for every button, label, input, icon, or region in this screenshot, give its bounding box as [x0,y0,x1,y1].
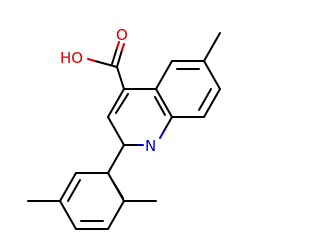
bond-ar2-ar3 [107,200,125,230]
pyridine-ring: N [107,88,173,155]
bond-c4a-c8a [155,88,173,118]
bond-carboxyl-o-double-b [111,47,118,65]
bond-carboxyl-o-double-a-o-half [121,43,125,51]
bond-c8a-n-n-half [159,130,165,139]
bond-c4-carboxyl [116,66,125,90]
bond-carboxyl-o-double-a [116,49,123,68]
molecule-drawing: HO O N [27,26,221,230]
bond-c7-c8-inner [198,88,212,111]
carbonyl-oxygen-label: O [116,26,128,44]
bond-c6-c7 [203,60,221,90]
bond-ar1-ar2-inner [111,179,124,199]
bond-ar4-ar5 [59,200,77,230]
dimethylphenyl-ring [27,144,157,230]
structure-diagram: HO O N [27,26,221,230]
benzo-ring [155,32,221,118]
bond-ar5-ar6 [59,172,77,202]
bond-c7-c8 [203,88,221,118]
bond-c2-aryl [107,144,125,174]
bond-c4a-c8a-inner [154,96,166,116]
carboxylic-acid-group: HO O [60,26,128,90]
bond-c3-c4-inner [115,93,129,114]
bond-c3-c4 [107,88,125,118]
bond-ar5-ar6-inner [67,179,81,202]
bond-carboxyl-oh-o-half [87,58,96,62]
bond-c2-c3 [107,116,125,146]
bond-carboxyl-oh [94,60,118,68]
hydroxyl-label: HO [60,49,83,67]
bond-carboxyl-o-double-b-o-half [116,41,120,49]
bond-c8a-n [163,116,173,132]
bond-c4a-c5 [155,60,173,90]
nitrogen-label: N [145,137,156,155]
bond-c6-methyl [203,32,221,62]
